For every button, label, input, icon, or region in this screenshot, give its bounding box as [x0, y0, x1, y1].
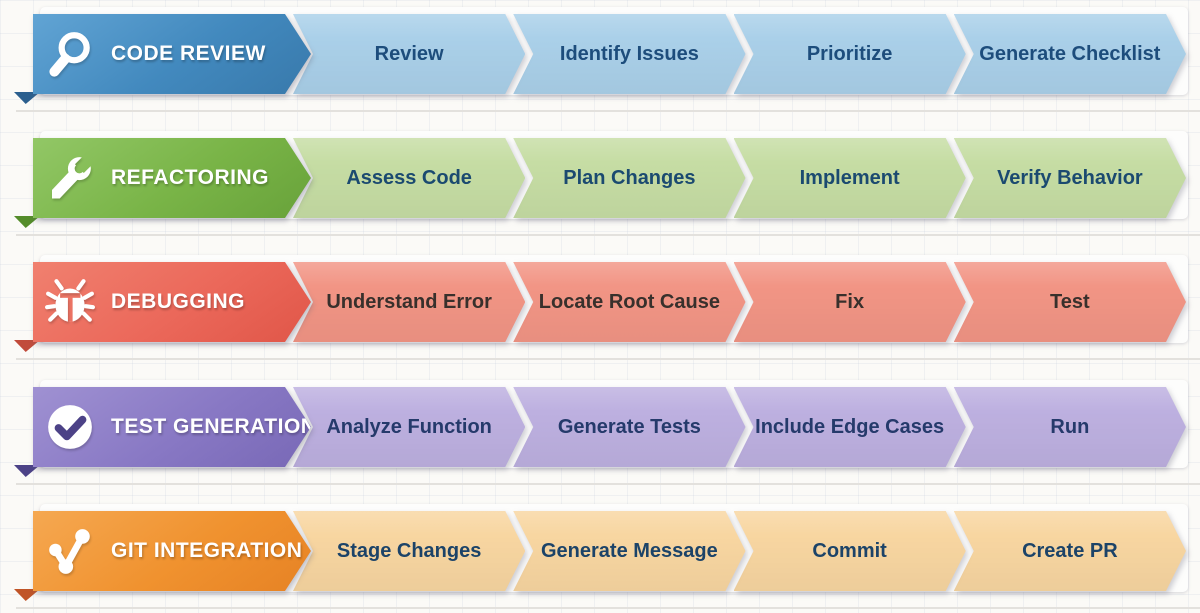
step-label: Include Edge Cases [755, 415, 945, 438]
magnifier-icon [45, 29, 95, 79]
row-title: DEBUGGING [111, 290, 246, 313]
row-separator-line [16, 483, 1200, 485]
row-steps: Analyze Function Generate Tests Include … [293, 387, 1186, 467]
step-chevron: Commit [734, 511, 966, 591]
check-circle-icon [45, 402, 95, 452]
row-header: CODE REVIEW [33, 14, 311, 94]
git-branch-icon [45, 526, 95, 576]
step-label: Implement [799, 166, 900, 189]
step-label: Identify Issues [559, 42, 699, 65]
workflow-row-refactoring: REFACTORING Assess Code Plan Changes Imp… [0, 131, 1200, 236]
workflow-row-debugging: DEBUGGING Understand Error Locate Root C… [0, 255, 1200, 360]
step-chevron: Identify Issues [513, 14, 745, 94]
step-label: Generate Tests [557, 415, 701, 438]
step-label: Generate Checklist [979, 42, 1161, 65]
workflow-row-code-review: CODE REVIEW Review Identify Issues Prior… [0, 7, 1200, 112]
row-steps: Review Identify Issues Prioritize Genera… [293, 14, 1186, 94]
step-label: Create PR [1022, 539, 1118, 562]
step-chevron: Generate Checklist [954, 14, 1186, 94]
step-label: Commit [812, 539, 887, 562]
row-steps: Understand Error Locate Root Cause Fix T… [293, 262, 1186, 342]
row-separator-line [16, 358, 1200, 360]
step-chevron: Fix [734, 262, 966, 342]
step-chevron: Review [293, 14, 525, 94]
step-label: Plan Changes [563, 166, 696, 189]
step-label: Assess Code [346, 166, 472, 189]
step-label: Review [374, 42, 444, 65]
step-label: Analyze Function [326, 415, 492, 438]
step-chevron: Understand Error [293, 262, 525, 342]
row-steps: Stage Changes Generate Message Commit Cr… [293, 511, 1186, 591]
row-title: TEST GENERATION [111, 415, 317, 438]
row-title: REFACTORING [111, 166, 269, 189]
row-header: TEST GENERATION [33, 387, 311, 467]
step-label: Generate Message [540, 539, 718, 562]
step-label: Test [1050, 290, 1090, 313]
step-label: Fix [835, 290, 865, 313]
step-chevron: Prioritize [734, 14, 966, 94]
step-chevron: Run [954, 387, 1186, 467]
row-header: DEBUGGING [33, 262, 311, 342]
row-steps: Assess Code Plan Changes Implement Verif… [293, 138, 1186, 218]
wrench-icon [45, 153, 95, 203]
workflow-row-git-integration: GIT INTEGRATION Stage Changes Generate M… [0, 504, 1200, 609]
row-separator-line [16, 234, 1200, 236]
row-separator-line [16, 607, 1200, 609]
row-title: CODE REVIEW [111, 42, 266, 65]
step-chevron: Analyze Function [293, 387, 525, 467]
bug-icon [45, 277, 95, 327]
step-chevron: Stage Changes [293, 511, 525, 591]
row-header: GIT INTEGRATION [33, 511, 311, 591]
step-chevron: Create PR [954, 511, 1186, 591]
workflow-row-test-generation: TEST GENERATION Analyze Function Generat… [0, 380, 1200, 485]
step-chevron: Locate Root Cause [513, 262, 745, 342]
step-label: Understand Error [326, 290, 492, 313]
step-label: Locate Root Cause [538, 290, 720, 313]
step-label: Run [1050, 415, 1090, 438]
step-chevron: Generate Message [513, 511, 745, 591]
step-label: Stage Changes [336, 539, 482, 562]
step-chevron: Test [954, 262, 1186, 342]
step-chevron: Implement [734, 138, 966, 218]
row-title: GIT INTEGRATION [111, 539, 303, 562]
step-chevron: Include Edge Cases [734, 387, 966, 467]
row-header: REFACTORING [33, 138, 311, 218]
row-separator-line [16, 110, 1200, 112]
step-chevron: Assess Code [293, 138, 525, 218]
step-label: Prioritize [806, 42, 893, 65]
step-chevron: Generate Tests [513, 387, 745, 467]
step-label: Verify Behavior [997, 166, 1143, 189]
step-chevron: Plan Changes [513, 138, 745, 218]
step-chevron: Verify Behavior [954, 138, 1186, 218]
